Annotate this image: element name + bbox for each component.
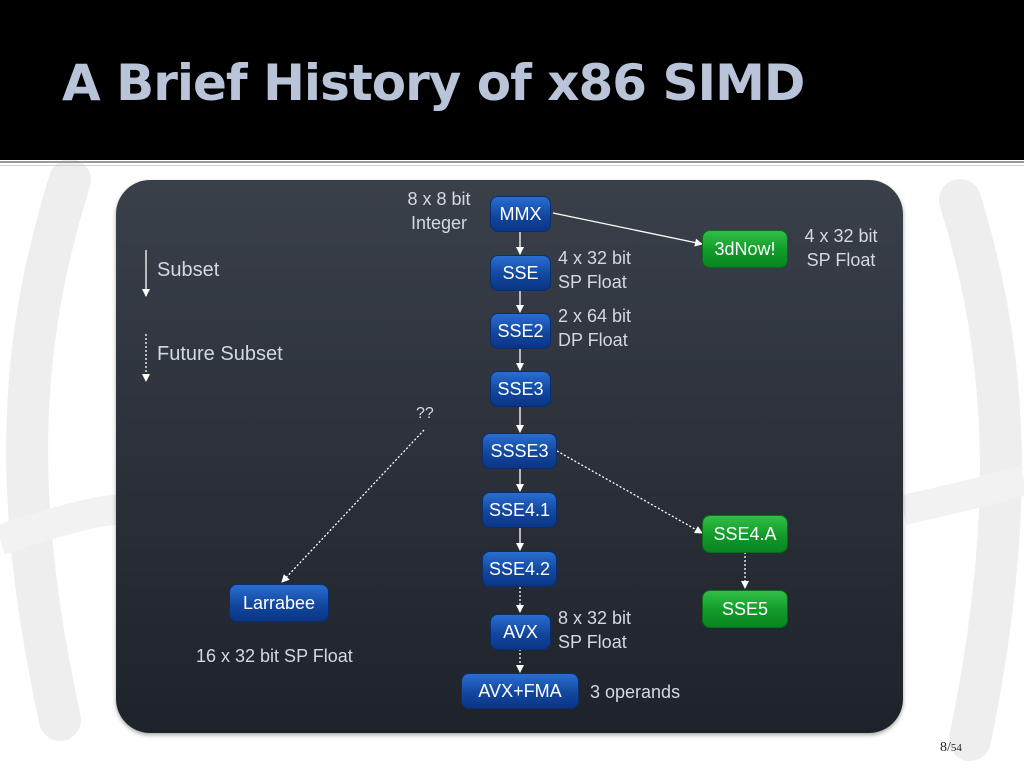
label-3dnow-line1: 4 x 32 bit [804,226,878,246]
node-sse5: SSE5 [702,590,788,628]
node-avx: AVX [490,614,551,650]
node-mmx: MMX [490,196,551,232]
node-sse4a: SSE4.A [702,515,788,553]
header-divider [0,161,1024,163]
node-sse3: SSE3 [490,371,551,407]
label-sse2-line2: DP Float [558,330,628,350]
node-ssse3: SSSE3 [482,433,557,469]
label-sse2-line1: 2 x 64 bit [558,306,632,326]
label-sse-line1: 4 x 32 bit [558,248,632,268]
background-decoration [0,160,1024,761]
node-sse41: SSE4.1 [482,492,557,528]
page-current: 8 [940,740,947,755]
label-mmx-line2: Integer [410,213,468,233]
label-avx-width: 8 x 32 bit SP Float [558,606,631,654]
node-3dnow: 3dNow! [702,230,788,268]
node-larrabee: Larrabee [229,584,329,622]
label-sse-line2: SP Float [558,272,627,292]
label-avx-line2: SP Float [558,632,627,652]
legend-future-subset-label: Future Subset [157,343,283,365]
header-divider-thin [0,165,1024,166]
label-avx-line1: 8 x 32 bit [558,608,632,628]
node-sse42: SSE4.2 [482,551,557,587]
label-unknown: ?? [416,405,434,422]
label-larrabee: 16 x 32 bit SP Float [196,646,353,666]
label-3dnow-line2: SP Float [806,250,876,270]
label-3dnow-width: 4 x 32 bit SP Float [796,224,886,272]
label-sse2-width: 2 x 64 bit DP Float [558,304,631,352]
legend-subset-label: Subset [157,259,220,281]
node-sse: SSE [490,255,551,291]
node-sse2: SSE2 [490,313,551,349]
page-number: 8/54 [940,740,962,755]
slide-header: A Brief History of x86 SIMD [0,0,1024,160]
node-avx-fma: AVX+FMA [461,673,579,709]
page-total: 54 [950,742,962,754]
label-mmx-width: 8 x 8 bit Integer [396,187,482,235]
slide-title: A Brief History of x86 SIMD [62,54,805,112]
label-sse-width: 4 x 32 bit SP Float [558,246,631,294]
label-mmx-line1: 8 x 8 bit [407,189,471,209]
label-avx-fma: 3 operands [590,682,681,702]
